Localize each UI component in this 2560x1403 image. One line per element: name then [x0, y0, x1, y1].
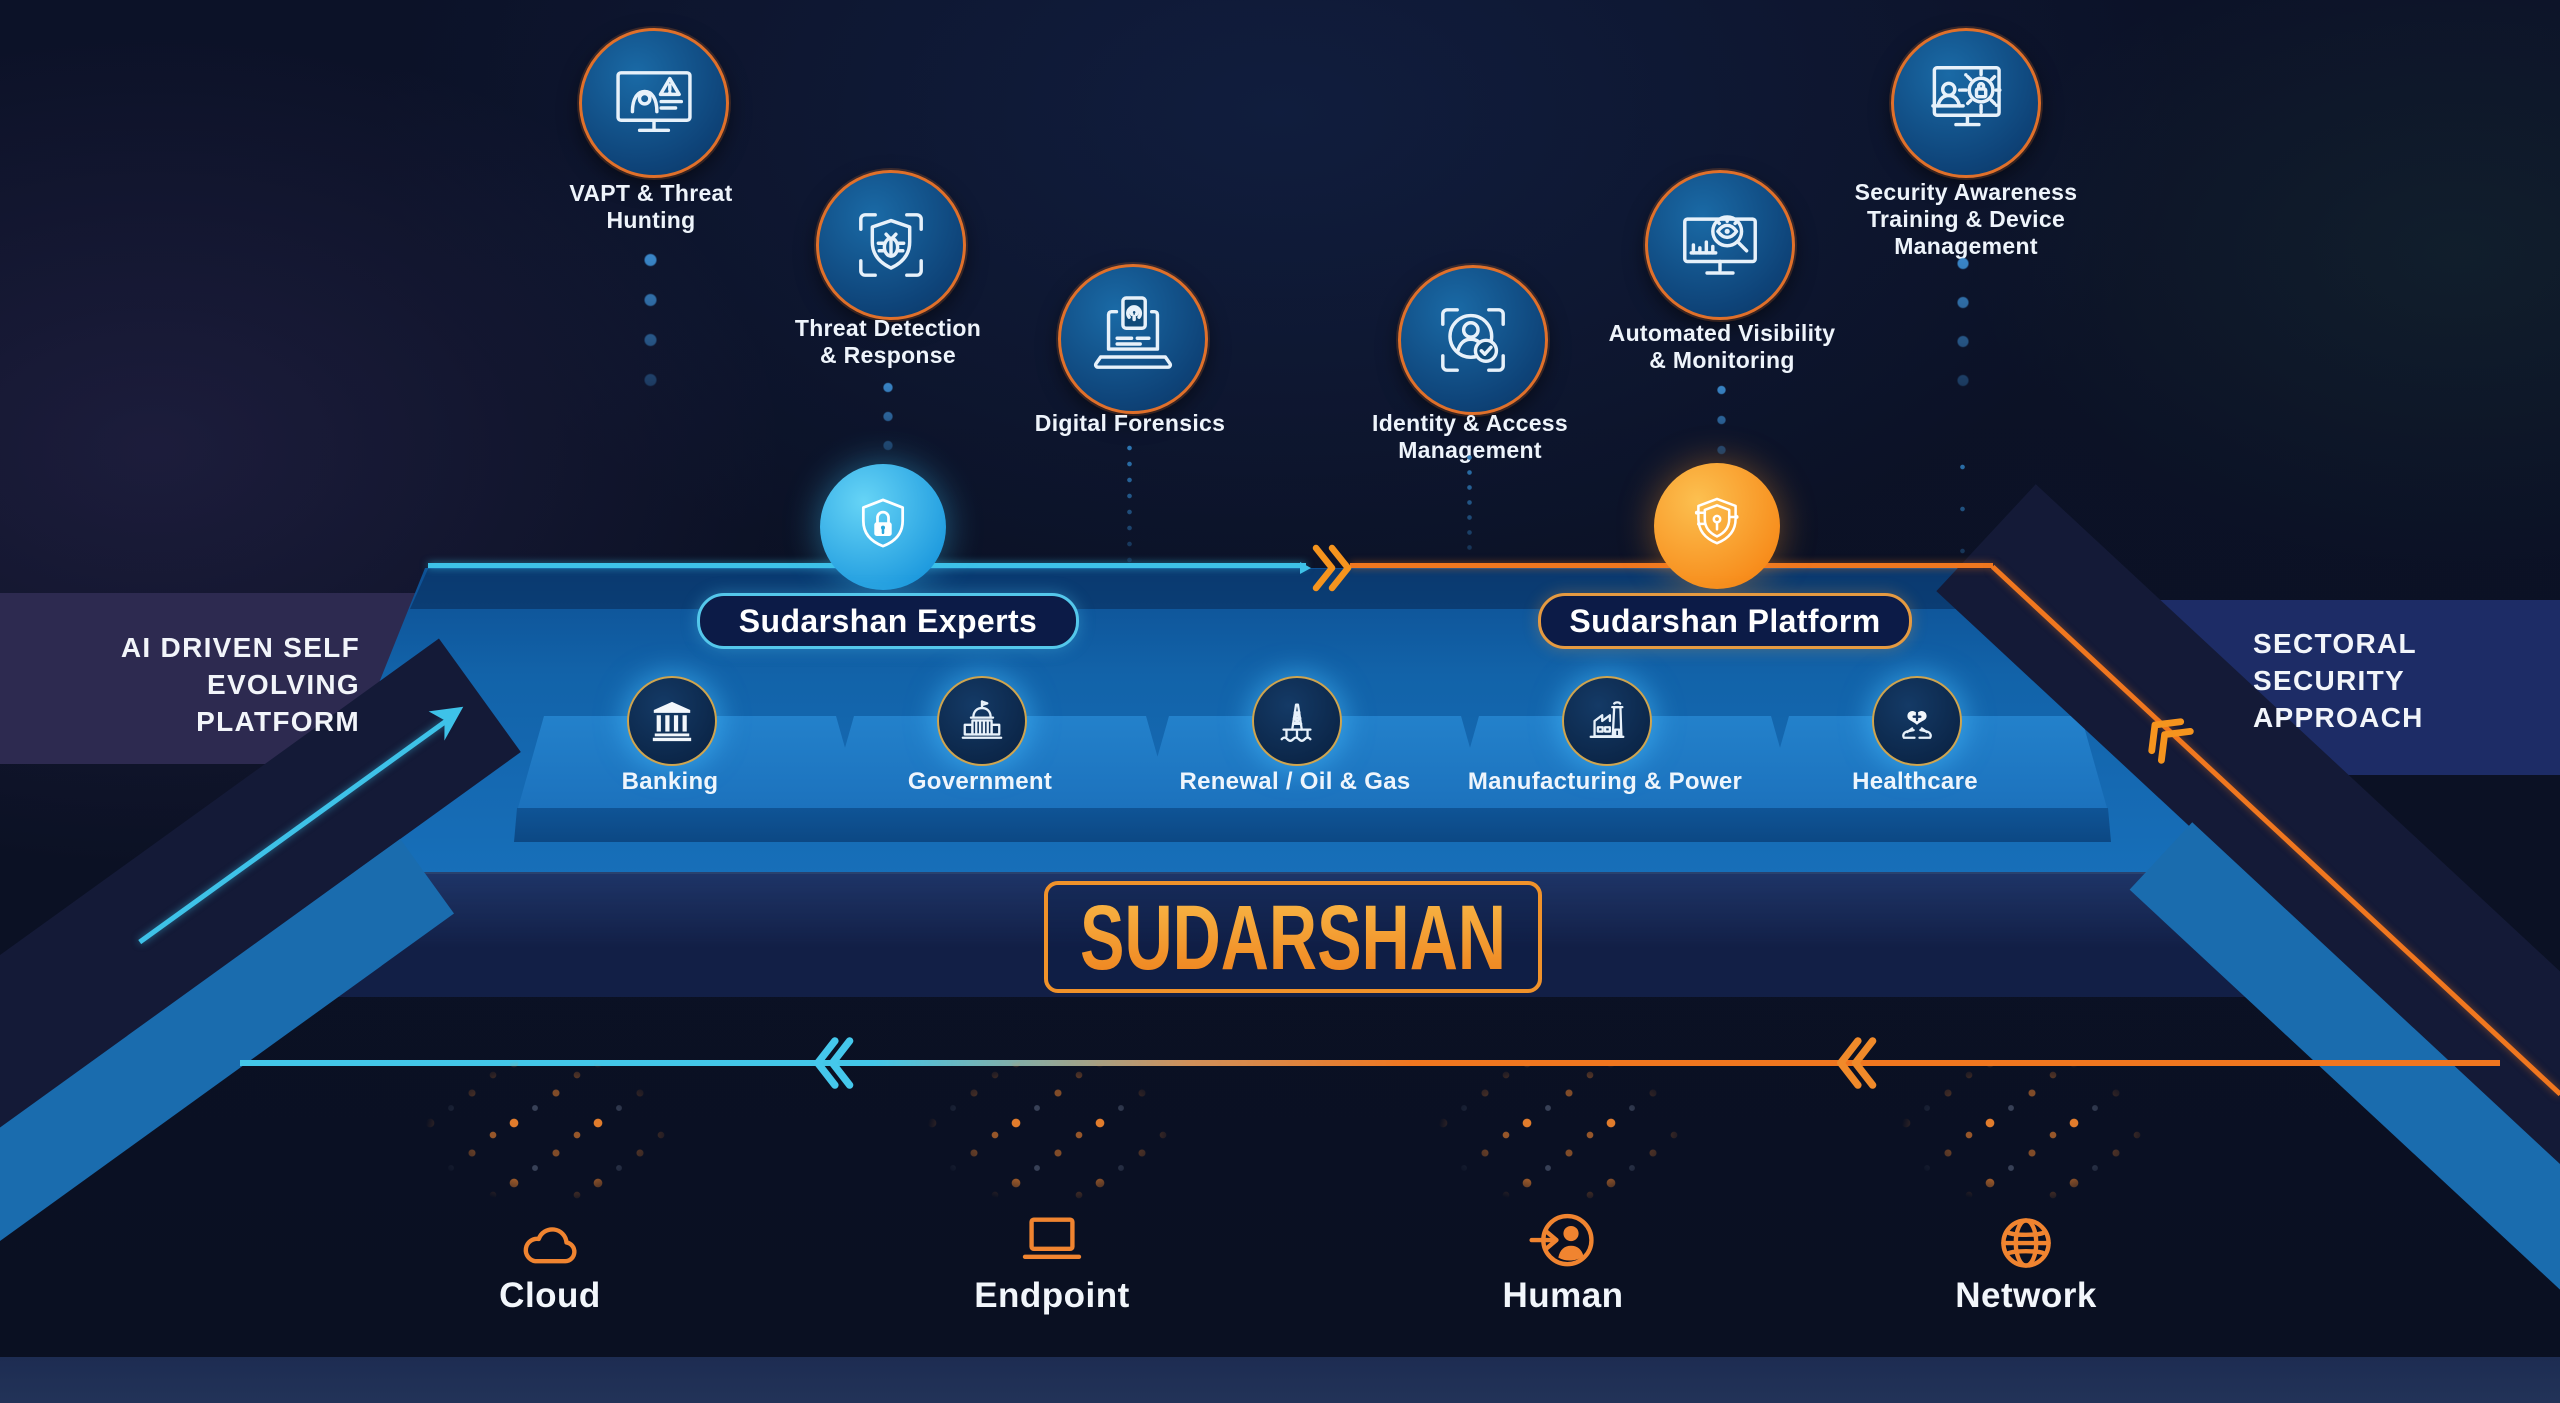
- network-dot-field: [1901, 1058, 2151, 1206]
- brand-wordmark-box: SUDARSHAN: [1044, 881, 1542, 993]
- platform-circle: [1654, 463, 1780, 589]
- globe-icon: [2001, 1218, 2051, 1268]
- identity-access-connector-dots: [1467, 450, 1472, 558]
- platform-badge-label: Sudarshan Platform: [1569, 602, 1881, 639]
- shield-padlock-icon: [861, 498, 905, 548]
- banking-label: Banking: [621, 768, 719, 795]
- security-awareness-circle: [1891, 28, 2041, 178]
- tile-manufacturing-front: [1449, 808, 1801, 842]
- cloud-dot-field: [425, 1058, 675, 1206]
- experts-badge-label: Sudarshan Experts: [738, 602, 1038, 639]
- digital-forensics-circle: [1058, 264, 1208, 414]
- shield-bug-scan-icon: [859, 213, 923, 277]
- flow-chevron-bottom-orange: [1837, 1037, 1877, 1089]
- human-dot-field: [1438, 1058, 1688, 1206]
- oil-rig-icon: [1280, 703, 1312, 742]
- left-side-label: AI DRIVEN SELF EVOLVING PLATFORM: [120, 632, 360, 737]
- cloud-label: Cloud: [499, 1276, 601, 1315]
- government-icon: [961, 700, 1003, 739]
- hacker-monitor-icon: [616, 71, 692, 133]
- platform-front-band: [302, 872, 2268, 997]
- automated-visibility-connector-dots: [1717, 375, 1726, 463]
- flow-line-bottom: [240, 1060, 2500, 1066]
- brand-wordmark-text: SUDARSHAN: [1080, 887, 1506, 987]
- healthcare-circle: [1872, 676, 1962, 766]
- platform-back-strip: [410, 569, 2010, 609]
- tile-healthcare-front: [1759, 808, 2111, 842]
- manufacturing-circle: [1562, 676, 1652, 766]
- experts-badge: Sudarshan Experts: [697, 593, 1079, 649]
- training-device-lock-icon: [1931, 66, 2002, 127]
- endpoint-dot-field: [927, 1058, 1177, 1206]
- healthcare-hands-heart-icon: [1902, 710, 1932, 739]
- person-arrow-icon: [1529, 1213, 1594, 1267]
- government-label: Government: [907, 768, 1053, 795]
- flow-arrow-mid-right-chevron: [1300, 544, 1352, 592]
- endpoint-icon-wrap: [1017, 1208, 1087, 1278]
- digital-forensics-label: Digital Forensics: [1034, 410, 1226, 436]
- vapt-circle: [579, 28, 729, 178]
- network-label: Network: [1955, 1276, 2097, 1315]
- threat-detection-label: Threat Detection & Response: [794, 315, 982, 368]
- monitor-eye-magnifier-icon: [1683, 215, 1757, 275]
- bank-icon: [652, 701, 692, 742]
- threat-detection-circle: [816, 170, 966, 320]
- human-label: Human: [1502, 1276, 1624, 1315]
- factory-icon: [1589, 701, 1625, 738]
- network-icon-wrap: [1991, 1208, 2061, 1278]
- experts-circle: [820, 464, 946, 590]
- shield-circuit-icon: [1694, 497, 1739, 545]
- healthcare-label: Healthcare: [1852, 768, 1978, 795]
- user-verify-scan-icon: [1441, 308, 1505, 372]
- tile-banking-front: [514, 808, 866, 842]
- identity-access-circle: [1398, 265, 1548, 415]
- automated-visibility-label: Automated Visibility & Monitoring: [1608, 320, 1836, 373]
- flow-chevron-bottom-cyan: [814, 1037, 854, 1089]
- security-awareness-connector-dots-small: [1960, 446, 1965, 568]
- threat-detection-connector-dots: [883, 373, 893, 459]
- flow-arrowhead-left-diagonal: [428, 706, 464, 741]
- endpoint-label: Endpoint: [974, 1276, 1130, 1315]
- platform-badge: Sudarshan Platform: [1538, 593, 1912, 649]
- vapt-connector-dots: [644, 240, 657, 398]
- cloud-icon-wrap: [515, 1208, 585, 1278]
- manufacturing-label: Manufacturing & Power: [1467, 768, 1743, 795]
- human-icon-wrap: [1528, 1208, 1598, 1278]
- government-circle: [937, 676, 1027, 766]
- oil-gas-circle: [1252, 676, 1342, 766]
- laptop-fingerprint-icon: [1093, 296, 1173, 369]
- vapt-label: VAPT & Threat Hunting: [569, 180, 733, 233]
- digital-forensics-connector-dots: [1127, 440, 1132, 564]
- oil-gas-label: Renewal / Oil & Gas: [1179, 768, 1411, 795]
- banking-circle: [627, 676, 717, 766]
- flow-chevron-right-diagonal: [2148, 718, 2194, 764]
- security-awareness-connector-dots: [1957, 244, 1969, 398]
- cloud-icon: [523, 1227, 577, 1264]
- tile-oil-gas-front: [1139, 808, 1491, 842]
- tile-government-front: [824, 808, 1176, 842]
- brand-wordmark: SUDARSHAN: [1080, 887, 1506, 987]
- right-side-label: SECTORAL SECURITY APPROACH: [2253, 628, 2424, 733]
- bottom-strip: [0, 1357, 2560, 1403]
- laptop-icon: [1022, 1217, 1082, 1260]
- automated-visibility-circle: [1645, 170, 1795, 320]
